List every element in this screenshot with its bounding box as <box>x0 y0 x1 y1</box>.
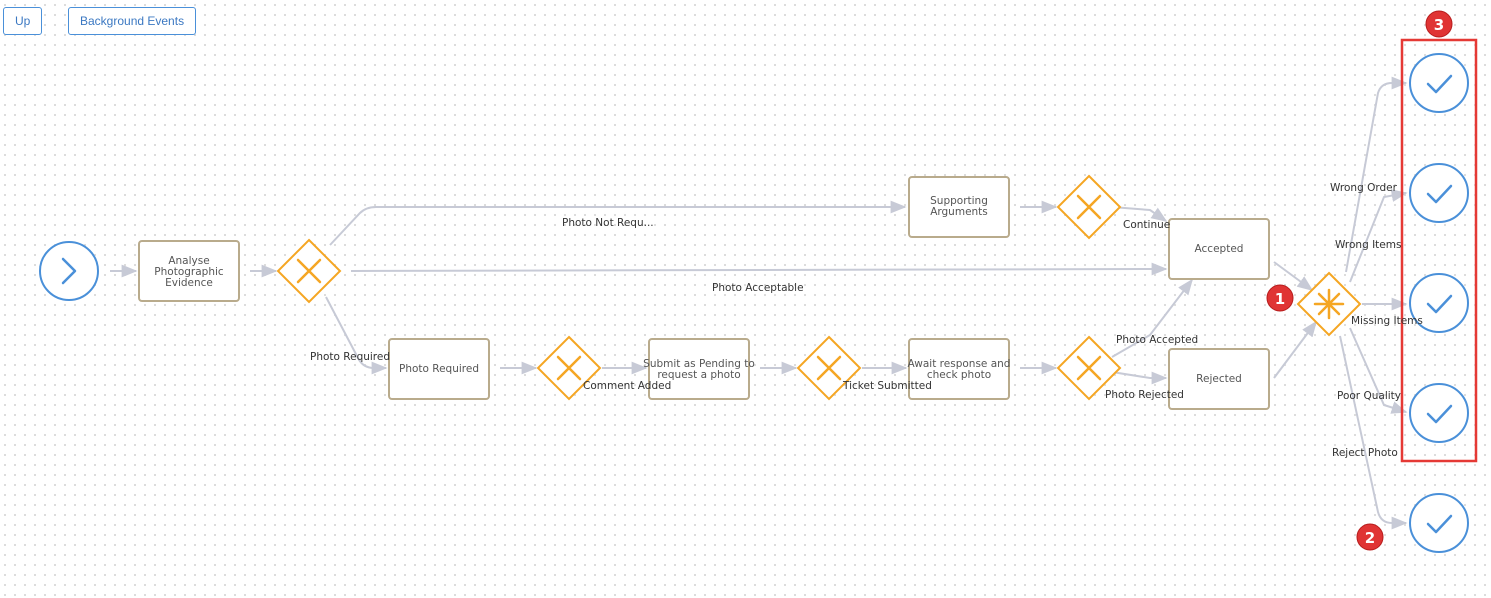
flow-label-photo-accepted: Photo Accepted <box>1116 334 1198 346</box>
task-label-line: Photographic <box>154 266 224 278</box>
exclusive-gateway[interactable] <box>276 238 342 304</box>
highlight-box <box>1400 38 1478 463</box>
flow-wrong-items[interactable] <box>1349 189 1408 283</box>
task-label-line: request a photo <box>657 369 740 381</box>
task-label-line: check photo <box>927 369 991 381</box>
asterisk-icon <box>1313 288 1345 320</box>
task-await-response[interactable]: Await response and check photo <box>908 338 1011 400</box>
task-label-line: Submit as Pending to <box>643 358 755 370</box>
exclusive-gateway[interactable] <box>1056 335 1122 401</box>
x-icon <box>816 355 842 381</box>
checkmark-icon <box>1426 74 1453 94</box>
flow-continue[interactable] <box>1111 206 1168 222</box>
checkmark-icon <box>1426 294 1453 314</box>
end-event-poor-quality[interactable] <box>1409 383 1469 443</box>
task-label-line: Await response and <box>908 358 1011 370</box>
task-photo-required[interactable]: Photo Required <box>388 338 490 400</box>
task-label-line: Rejected <box>1196 373 1242 385</box>
sequence-flows <box>110 76 1408 530</box>
flow-label-comment-added: Comment Added <box>583 380 671 392</box>
flow-label-photo-rejected: Photo Rejected <box>1105 389 1184 401</box>
flow-rejected-to-gateway[interactable] <box>1273 320 1317 379</box>
end-event-wrong-order[interactable] <box>1409 53 1469 113</box>
exclusive-gateway[interactable] <box>796 335 862 401</box>
flow-photo-not-required[interactable] <box>329 200 907 246</box>
checkmark-icon <box>1426 184 1453 204</box>
flow-poor-quality[interactable] <box>1349 327 1408 414</box>
flow-label-photo-acceptable: Photo Acceptable <box>712 282 804 294</box>
task-accepted[interactable]: Accepted <box>1168 218 1270 280</box>
exclusive-gateway[interactable] <box>536 335 602 401</box>
x-icon <box>1076 194 1102 220</box>
flow-label-reject-photo: Reject Photo <box>1332 447 1398 459</box>
badge-1: 1 <box>1266 284 1294 312</box>
task-submit-as-pending[interactable]: Submit as Pending to request a photo <box>643 338 755 400</box>
badge-number: 1 <box>1275 290 1285 308</box>
task-analyse-photographic-evidence[interactable]: Analyse Photographic Evidence <box>138 240 240 302</box>
badge-3: 3 <box>1425 10 1453 38</box>
flow-photo-rejected[interactable] <box>1111 371 1168 385</box>
exclusive-gateway[interactable] <box>1056 174 1122 240</box>
flow-label-missing-items: Missing Items <box>1351 315 1423 327</box>
flow-labels: Photo Not Requ... Photo Acceptable Photo… <box>310 182 1423 459</box>
task-label-line: Evidence <box>165 277 213 289</box>
task-rejected[interactable]: Rejected <box>1168 348 1270 410</box>
complex-gateway[interactable] <box>1296 271 1362 337</box>
task-label-line: Arguments <box>930 206 988 218</box>
end-event-reject-photo[interactable] <box>1409 493 1469 553</box>
background-events-button[interactable]: Background Events <box>68 7 197 35</box>
end-event-missing-items[interactable] <box>1409 273 1469 333</box>
flow-label-poor-quality: Poor Quality <box>1337 390 1401 402</box>
flow-photo-acceptable[interactable] <box>350 262 1168 276</box>
checkmark-icon <box>1426 514 1453 534</box>
flow-reject-photo[interactable] <box>1339 335 1408 530</box>
badge-number: 3 <box>1434 16 1444 34</box>
x-icon <box>296 258 322 284</box>
checkmark-icon <box>1426 404 1453 424</box>
start-event[interactable] <box>39 241 99 301</box>
flow-label-photo-required: Photo Required <box>310 351 390 363</box>
end-event-wrong-items[interactable] <box>1409 163 1469 223</box>
chevron-right-icon <box>61 257 77 285</box>
task-label-line: Photo Required <box>399 363 479 375</box>
flow-accepted-to-gateway[interactable] <box>1273 261 1314 291</box>
task-label-line: Analyse <box>168 255 209 267</box>
flow-label-ticket-submitted: Ticket Submitted <box>842 380 932 392</box>
flow-label-continue: Continue <box>1123 219 1170 231</box>
flow-wrong-order[interactable] <box>1345 76 1408 273</box>
x-icon <box>1076 355 1102 381</box>
task-supporting-arguments[interactable]: Supporting Arguments <box>908 176 1010 238</box>
flow-label-wrong-items: Wrong Items <box>1335 239 1401 251</box>
badge-2: 2 <box>1356 523 1384 551</box>
flow-label-photo-not-required: Photo Not Requ... <box>562 217 654 229</box>
up-button[interactable]: Up <box>3 7 43 35</box>
task-label-line: Accepted <box>1195 243 1244 255</box>
flow-photo-accepted[interactable] <box>1111 278 1193 358</box>
flow-photo-required[interactable] <box>325 296 388 375</box>
badge-number: 2 <box>1365 529 1375 547</box>
flow-label-wrong-order: Wrong Order <box>1330 182 1398 194</box>
x-icon <box>556 355 582 381</box>
task-label-line: Supporting <box>930 195 988 207</box>
